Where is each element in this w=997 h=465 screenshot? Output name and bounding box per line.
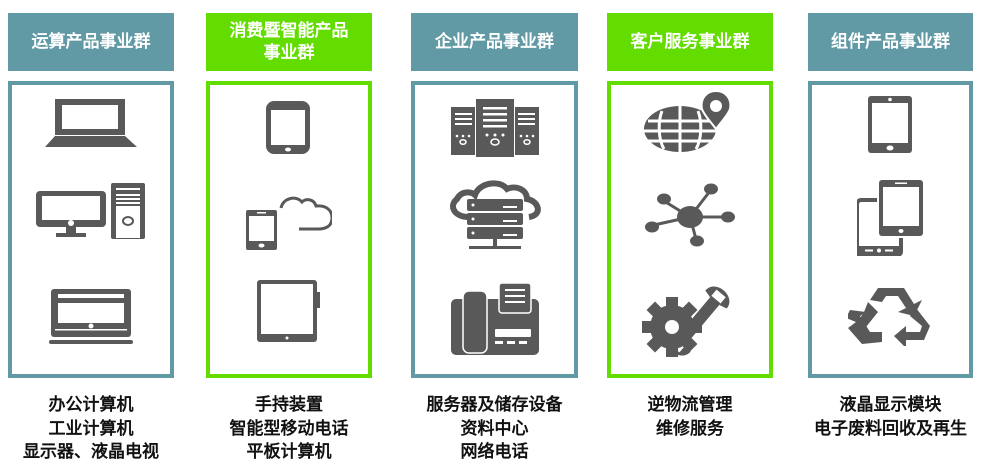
group-items: 办公计算机 工业计算机 显示器、液晶电视 xyxy=(0,394,204,465)
group-title: 企业产品事业群 xyxy=(435,32,554,52)
group-icon-frame xyxy=(206,81,372,378)
group-item: 电子废料回收及再生 xyxy=(814,418,967,439)
group-items: 液晶显示模块 电子废料回收及再生 xyxy=(778,394,997,441)
group-header: 客户服务事业群 xyxy=(607,13,773,71)
lcd-tablet-icon xyxy=(867,96,914,154)
group-item: 手持装置 xyxy=(255,395,323,415)
group-icon-frame xyxy=(607,81,773,378)
group-items: 服务器及储存设备 资料中心 网络电话 xyxy=(381,394,608,465)
group-title-line2: 事业群 xyxy=(263,43,315,63)
all-in-one-monitor-icon xyxy=(49,289,133,345)
office-phone-icon xyxy=(450,283,539,355)
group-icon-frame xyxy=(8,81,174,378)
tablet-icon xyxy=(257,280,321,344)
group-item: 办公计算机 xyxy=(48,395,134,415)
group-icon-frame xyxy=(808,81,973,378)
group-header: 组件产品事业群 xyxy=(808,13,973,71)
group-title: 组件产品事业群 xyxy=(831,32,950,52)
devices-icon xyxy=(856,180,925,256)
group-item: 显示器、液晶电视 xyxy=(23,442,159,462)
group-item: 液晶显示模块 xyxy=(839,395,942,415)
smartphone-cloud-icon xyxy=(246,196,332,252)
group-item: 平板计算机 xyxy=(246,442,332,462)
group-header: 运算产品事业群 xyxy=(8,13,174,71)
group-title: 客户服务事业群 xyxy=(630,32,750,52)
group-item: 逆物流管理 xyxy=(647,395,733,415)
group-item: 智能型移动电话 xyxy=(229,418,349,439)
group-title: 运算产品事业群 xyxy=(31,32,151,52)
group-header: 消费暨智能产品 事业群 xyxy=(206,13,372,71)
handheld-device-icon xyxy=(266,101,312,155)
laptop-icon xyxy=(45,99,137,149)
cloud-data-center-icon xyxy=(447,179,543,253)
group-header: 企业产品事业群 xyxy=(411,13,578,71)
group-items: 逆物流管理 维修服务 xyxy=(577,394,803,441)
globe-location-icon xyxy=(644,89,736,153)
network-hub-icon xyxy=(644,183,736,247)
group-items: 手持装置 智能型移动电话 平板计算机 xyxy=(176,394,402,465)
group-icon-frame xyxy=(411,81,578,378)
group-item: 维修服务 xyxy=(656,418,724,439)
group-item: 服务器及储存设备 xyxy=(426,395,563,415)
server-rack-icon xyxy=(450,99,539,157)
group-item: 工业计算机 xyxy=(48,418,134,439)
group-title-line1: 消费暨智能产品 xyxy=(229,21,349,41)
desktop-tower-icon xyxy=(36,183,146,241)
recycle-icon xyxy=(847,288,934,346)
wrench-gear-icon xyxy=(642,281,738,363)
group-item: 资料中心 xyxy=(460,418,529,439)
group-item: 网络电话 xyxy=(460,442,529,462)
